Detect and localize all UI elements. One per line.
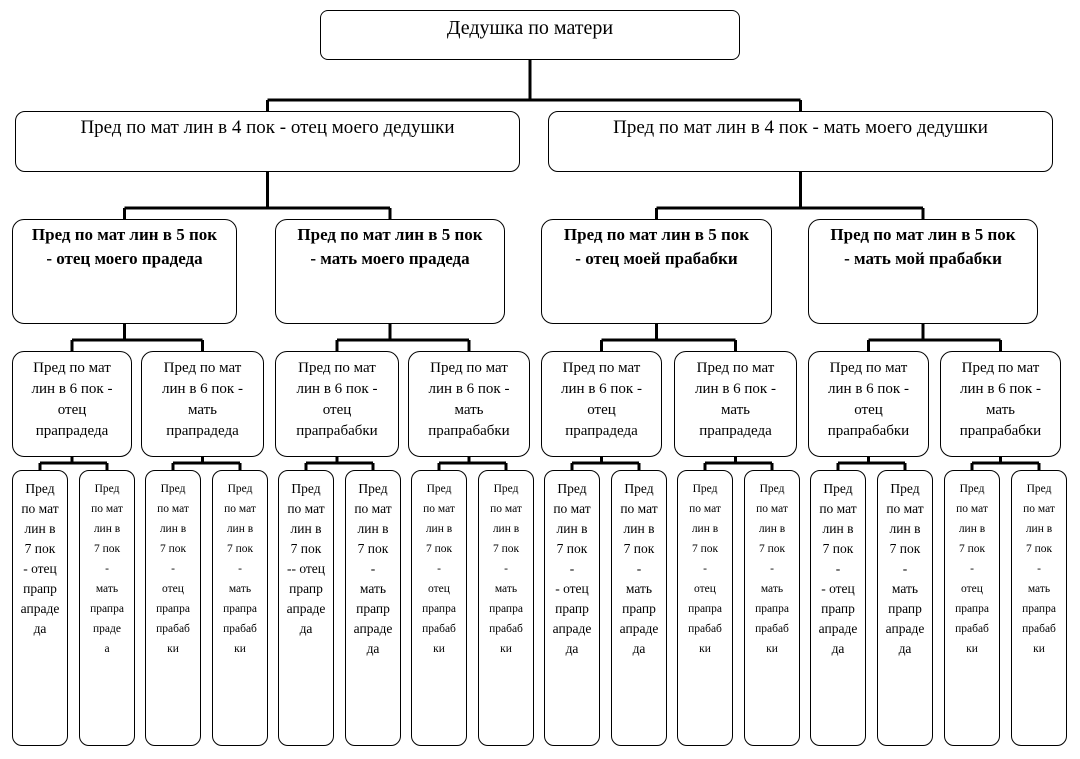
tree-node-level-4-5: Пред по мат лин в 7 пок - мать прапр апр… [345,470,401,746]
tree-node-level-1-0: Пред по мат лин в 4 пок - отец моего дед… [15,111,520,172]
root-node: Дедушка по матери [320,10,740,60]
tree-node-level-4-2: Пред по мат лин в 7 пок - отец прапра пр… [145,470,201,746]
tree-node-level-3-4: Пред по мат лин в 6 пок - отец прапрадед… [541,351,662,457]
tree-node-level-4-4: Пред по мат лин в 7 пок -- отец прапр ап… [278,470,334,746]
tree-node-level-3-1: Пред по мат лин в 6 пок - мать прапрадед… [141,351,264,457]
tree-node-level-4-15: Пред по мат лин в 7 пок - мать прапра пр… [1011,470,1067,746]
tree-node-level-2-2: Пред по мат лин в 5 пок - отец моей праб… [541,219,772,324]
tree-node-level-4-13: Пред по мат лин в 7 пок - мать прапр апр… [877,470,933,746]
tree-node-level-4-10: Пред по мат лин в 7 пок - отец прапра пр… [677,470,733,746]
tree-node-level-4-6: Пред по мат лин в 7 пок - отец прапра пр… [411,470,467,746]
tree-node-level-4-8: Пред по мат лин в 7 пок - - отец прапр а… [544,470,600,746]
tree-node-level-4-0: Пред по мат лин в 7 пок - отец прапр апр… [12,470,68,746]
tree-node-level-2-3: Пред по мат лин в 5 пок - мать мой праба… [808,219,1038,324]
tree-node-level-4-12: Пред по мат лин в 7 пок - - отец прапр а… [810,470,866,746]
tree-node-level-4-7: Пред по мат лин в 7 пок - мать прапра пр… [478,470,534,746]
tree-node-level-2-1: Пред по мат лин в 5 пок - мать моего пра… [275,219,505,324]
tree-node-level-3-5: Пред по мат лин в 6 пок - мать прапрадед… [674,351,797,457]
tree-node-level-3-3: Пред по мат лин в 6 пок - мать прапрабаб… [408,351,530,457]
tree-node-level-3-0: Пред по мат лин в 6 пок - отец прапрадед… [12,351,132,457]
tree-node-level-4-3: Пред по мат лин в 7 пок - мать прапра пр… [212,470,268,746]
tree-node-level-4-14: Пред по мат лин в 7 пок - отец прапра пр… [944,470,1000,746]
tree-node-level-4-1: Пред по мат лин в 7 пок - мать прапра пр… [79,470,135,746]
tree-node-level-1-1: Пред по мат лин в 4 пок - мать моего дед… [548,111,1053,172]
tree-node-level-3-7: Пред по мат лин в 6 пок - мать прапрабаб… [940,351,1061,457]
tree-node-level-4-9: Пред по мат лин в 7 пок - мать прапр апр… [611,470,667,746]
tree-node-level-3-6: Пред по мат лин в 6 пок - отец прапрабаб… [808,351,929,457]
tree-node-level-3-2: Пред по мат лин в 6 пок - отец прапрабаб… [275,351,399,457]
tree-node-level-4-11: Пред по мат лин в 7 пок - мать прапра пр… [744,470,800,746]
tree-node-level-2-0: Пред по мат лин в 5 пок - отец моего пра… [12,219,237,324]
